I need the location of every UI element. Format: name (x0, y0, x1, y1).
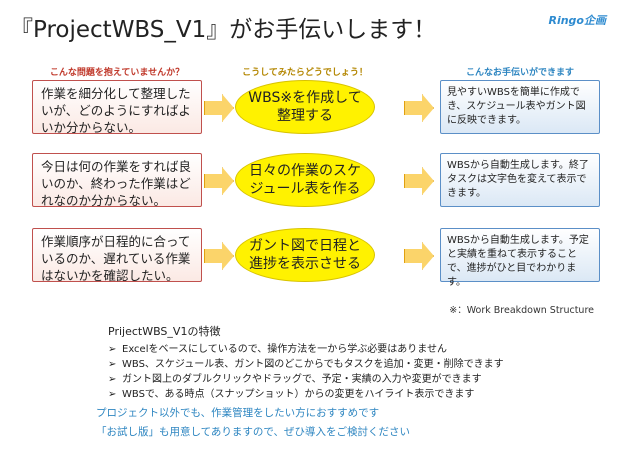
right-arrow-icon (204, 167, 234, 195)
action-oval-2: 日々の作業のスケジュール表を作る (235, 153, 375, 207)
action-oval-3: ガント図で日程と進捗を表示させる (235, 228, 375, 282)
right-arrow-icon (204, 242, 234, 270)
right-arrow-icon (404, 94, 434, 122)
help-box-1: 見やすいWBSを簡単に作成でき、スケジュール表やガント図に反映できます。 (440, 80, 600, 134)
page-title: 『ProjectWBS_V1』がお手伝いします！ (10, 17, 437, 43)
feature-item: ➢ WBS、スケジュール表、ガント図のどこからでもタスクを追加・変更・削除できます (108, 355, 504, 370)
column-header-actions: こうしてみたらどうでしょう！ (242, 68, 368, 78)
problem-box-3: 作業順序が日程的に合っているのか、遅れている作業はないかを確認したい。 (32, 228, 202, 283)
column-header-help: こんなお手伝いができます (465, 68, 574, 78)
feature-text: Excelをベースにしているので、操作方法を一から学ぶ必要はありません (122, 344, 447, 355)
bullet-arrow-icon: ➢ (108, 344, 117, 355)
feature-item: ➢ ガント図上のダブルクリックやドラッグで、予定・実績の入力や変更ができます (108, 370, 482, 385)
feature-item: ➢ Excelをベースにしているので、操作方法を一から学ぶ必要はありません (108, 340, 447, 355)
brand-logo: Ringo企画 (548, 14, 606, 27)
feature-text: WBS、スケジュール表、ガント図のどこからでもタスクを追加・変更・削除できます (122, 359, 504, 370)
bullet-arrow-icon: ➢ (108, 359, 117, 370)
right-arrow-icon (404, 167, 434, 195)
footer-recommendation: プロジェクト以外でも、作業管理をしたい方におすすめです (96, 407, 380, 419)
help-box-3: WBSから自動生成します。予定と実績を重ねて表示することで、進捗がひと目でわかり… (440, 228, 600, 288)
bullet-arrow-icon: ➢ (108, 374, 117, 385)
problem-box-1: 作業を細分化して整理したいが、どのようにすればよいか分からない。 (32, 80, 202, 135)
feature-text: WBSで、ある時点（スナップショット）からの変更をハイライト表示できます (122, 389, 475, 400)
help-box-2: WBSから自動生成します。終了タスクは文字色を変えて表示できます。 (440, 153, 600, 207)
footer-trial-note: 「お試し版」も用意してありますので、ぜひ導入をご検討ください (96, 426, 410, 438)
column-header-problems: こんな問題を抱えていませんか？ (49, 68, 185, 78)
right-arrow-icon (204, 94, 234, 122)
feature-item: ➢ WBSで、ある時点（スナップショット）からの変更をハイライト表示できます (108, 385, 474, 400)
feature-text: ガント図上のダブルクリックやドラッグで、予定・実績の入力や変更ができます (122, 374, 482, 385)
features-title: PrijectWBS_V1の特徴 (108, 325, 221, 338)
bullet-arrow-icon: ➢ (108, 389, 117, 400)
problem-box-2: 今日は何の作業をすれば良いのか、終わった作業はどれなのか分からない。 (32, 153, 202, 208)
action-oval-1: WBS※を作成して整理する (235, 80, 375, 134)
footnote: ※：Work Breakdown Structure (449, 305, 594, 316)
right-arrow-icon (404, 242, 434, 270)
